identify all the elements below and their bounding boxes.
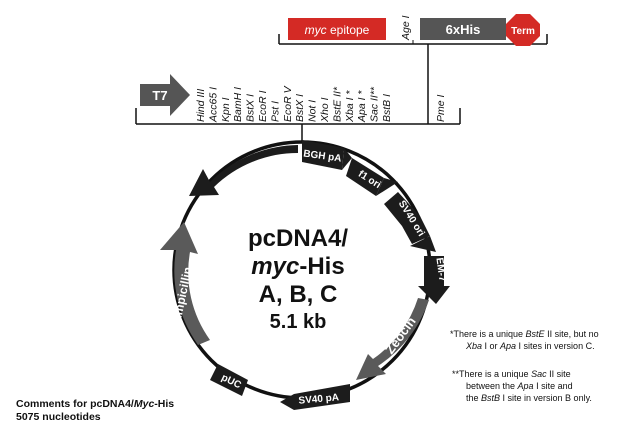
comments-title: Comments for pcDNA4/Myc-His bbox=[16, 398, 175, 410]
mcs-site-label: BstX I bbox=[245, 94, 257, 122]
myc-epitope-label: myc epitope bbox=[305, 23, 370, 37]
em7-label: EM-7 bbox=[433, 257, 447, 283]
pcmv-arrow bbox=[189, 145, 298, 196]
em7-arrow bbox=[424, 256, 444, 286]
bgh-arrow-head bbox=[342, 148, 352, 170]
comments-block: Comments for pcDNA4/Myc-His 5075 nucleot… bbox=[16, 398, 174, 424]
mcs-site-label: Kpn I bbox=[220, 97, 232, 122]
mcs-site-label: BstB I bbox=[381, 94, 393, 122]
age-site-label: Age I bbox=[400, 15, 412, 41]
footnote-1-line-1: *There is a unique BstE II site, but no bbox=[450, 329, 599, 339]
t7-promoter-arrow: T7 bbox=[140, 74, 190, 116]
sv40pa-label: SV40 pA bbox=[298, 392, 339, 406]
sv40ori-arrow bbox=[384, 192, 430, 244]
footnote-version-c: *There is a unique BstE II site, but no … bbox=[450, 328, 599, 352]
mcs-site-label: Apa I * bbox=[356, 90, 368, 123]
mcs-site-label: BstE II* bbox=[331, 86, 343, 122]
feature-pcmv: PCMV bbox=[189, 145, 298, 196]
term-octagon bbox=[506, 14, 540, 46]
mcs-site-label: BstX I bbox=[294, 94, 306, 122]
feature-puc: pUC bbox=[210, 364, 248, 396]
sv40pa-arrow bbox=[280, 384, 350, 410]
mcs-site-label: Acc65 I bbox=[207, 87, 219, 123]
ampicillin-arrow bbox=[160, 222, 210, 345]
f1-arrow-head bbox=[376, 178, 398, 196]
mcs-site-label: Pst I bbox=[269, 101, 281, 122]
mcs-site-label: Pme I bbox=[435, 94, 447, 122]
bgh-arrow bbox=[302, 140, 344, 170]
mcs-site-label: Xho I bbox=[319, 97, 331, 123]
feature-bgh-pa: BGH pA bbox=[302, 140, 352, 170]
feature-zeocin: Zeocin bbox=[356, 298, 429, 380]
footnote-2-line-2: between the Apa I site and bbox=[466, 381, 573, 391]
t7-label: T7 bbox=[152, 88, 167, 103]
bgh-label: BGH pA bbox=[303, 148, 343, 164]
mcs-site-label: Not I bbox=[307, 100, 319, 122]
mcs-site-label: Hind III bbox=[195, 89, 207, 122]
plasmid-name-line1: pcDNA4/ bbox=[248, 225, 348, 252]
feature-ampicillin: Ampicillin bbox=[160, 222, 210, 345]
footnote-1-line-2: Xba I or Apa I sites in version C. bbox=[466, 341, 595, 351]
sv40ori-arrow-head bbox=[410, 236, 436, 252]
f1-arrow bbox=[346, 158, 384, 196]
mcs-site-label: Xba I * bbox=[344, 90, 356, 123]
his-tag-box bbox=[420, 18, 506, 40]
myc-epitope-box bbox=[288, 18, 386, 40]
zeocin-arrow bbox=[356, 298, 429, 380]
footnote-version-b: **There is a unique Sac II site between … bbox=[452, 368, 592, 404]
footnote-2-line-1: **There is a unique Sac II site bbox=[452, 369, 571, 379]
mcs-site-label: Sac II** bbox=[369, 86, 381, 122]
plasmid-name-line2: myc-His bbox=[251, 253, 344, 280]
plasmid-size: 5.1 kb bbox=[270, 311, 327, 333]
plasmid-versions: A, B, C bbox=[259, 281, 338, 308]
comments-nucleotides: 5075 nucleotides bbox=[16, 411, 101, 423]
footnote-2-line-3: the BstB I site in version B only. bbox=[466, 393, 592, 403]
t7-arrow-shape bbox=[140, 74, 190, 116]
plasmid-title: pcDNA4/ myc-His A, B, C 5.1 kb bbox=[248, 225, 348, 333]
mcs-site-label: BamH I bbox=[232, 87, 244, 122]
his-tag-label: 6xHis bbox=[446, 22, 481, 37]
mcs-site-label: EcoR V bbox=[282, 85, 294, 122]
feature-f1-ori: f1 ori bbox=[346, 158, 398, 196]
mcs-site-label: EcoR I bbox=[257, 90, 269, 122]
top-feature-bar: myc epitope Age I 6xHis Term bbox=[278, 14, 548, 124]
puc-box bbox=[210, 364, 248, 396]
term-label: Term bbox=[511, 26, 535, 37]
feature-sv40-pa: SV40 pA bbox=[280, 384, 350, 410]
em7-arrow-head bbox=[418, 286, 450, 304]
feature-em7: EM-7 bbox=[418, 256, 450, 304]
